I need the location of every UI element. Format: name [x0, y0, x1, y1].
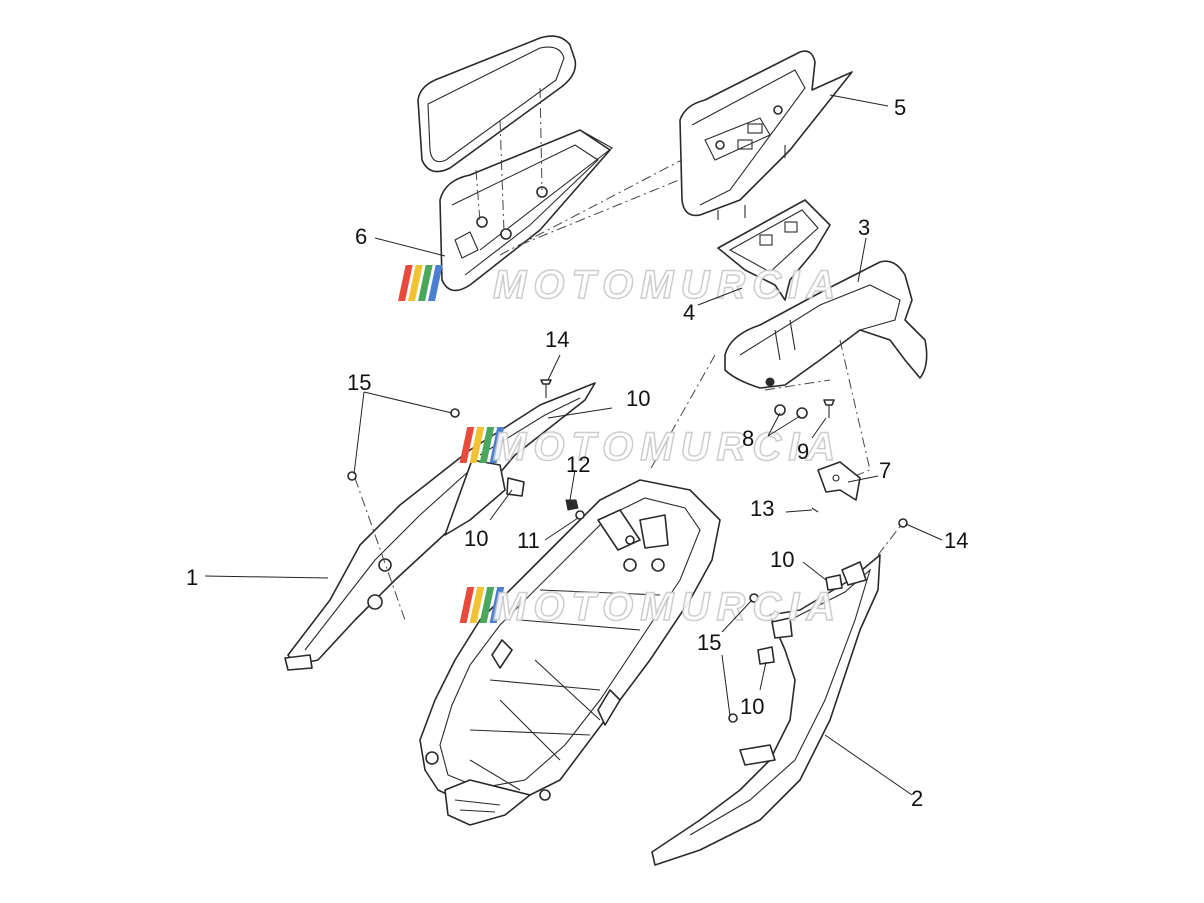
part-3-rear-fender — [649, 260, 928, 481]
callout-1: 1 — [186, 565, 198, 590]
leader-lines — [204, 94, 943, 796]
watermark-text: MOTOMURCIA — [493, 263, 842, 307]
small-hardware — [347, 379, 908, 723]
part-4-tray — [717, 199, 831, 301]
callout-10-top: 10 — [626, 386, 650, 411]
part-6-seat-cover — [417, 35, 741, 292]
callout-6: 6 — [355, 224, 367, 249]
callout-5: 5 — [894, 95, 906, 120]
callout-14-top: 14 — [545, 327, 569, 352]
callout-15-right: 15 — [697, 630, 721, 655]
callout-7: 7 — [879, 458, 891, 483]
callout-2: 2 — [911, 786, 923, 811]
callout-12: 12 — [566, 452, 590, 477]
callout-3: 3 — [858, 215, 870, 240]
part-5-seat-base — [679, 50, 853, 220]
callout-10-right: 10 — [770, 547, 794, 572]
watermark-text: MOTOMURCIA — [493, 585, 842, 629]
watermark-logo-middle: MOTOMURCIA — [459, 424, 842, 470]
watermark-logo-top: MOTOMURCIA — [398, 262, 842, 308]
part-center-undertray — [419, 479, 721, 826]
callout-13: 13 — [750, 496, 774, 521]
callout-15-left: 15 — [347, 370, 371, 395]
callout-10-lower: 10 — [740, 694, 764, 719]
part-2-right-side-panel — [651, 519, 906, 866]
callout-10-left: 10 — [464, 526, 488, 551]
callout-14-right: 14 — [944, 528, 968, 553]
watermark-text: MOTOMURCIA — [493, 425, 842, 469]
callout-8: 8 — [742, 426, 754, 451]
callout-9: 9 — [797, 439, 809, 464]
callout-4: 4 — [683, 300, 695, 325]
callout-labels: 1 2 3 4 5 6 7 8 9 10 10 10 10 11 12 13 1… — [186, 95, 968, 811]
part-1-left-side-panel — [284, 382, 596, 671]
callout-11: 11 — [517, 528, 540, 553]
watermark-logo-bottom: MOTOMURCIA — [459, 584, 842, 630]
